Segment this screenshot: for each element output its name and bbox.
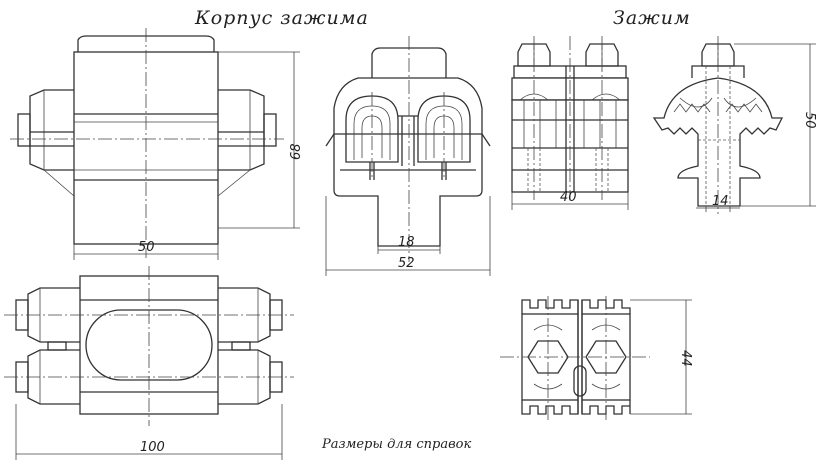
dim-clamp-height: 50 — [802, 112, 817, 129]
dim-clamp-stem: 14 — [712, 194, 729, 209]
housing-plan-view: 100 — [4, 266, 294, 460]
dim-housing-width: 50 — [138, 240, 155, 255]
housing-section-view: 18 52 — [325, 36, 491, 276]
dim-section-outer: 52 — [398, 256, 415, 271]
title-clamp: Зажим — [613, 7, 691, 29]
dim-housing-height: 68 — [289, 143, 304, 160]
reference-note: Размеры для справок — [321, 437, 471, 452]
dim-housing-length: 100 — [140, 440, 165, 455]
clamp-front-view: 40 — [511, 36, 629, 210]
dim-section-inner: 18 — [398, 235, 415, 250]
dim-clamp-width: 40 — [560, 190, 577, 205]
clamp-plan-view: 44 — [500, 296, 693, 420]
dim-clamp-plan: 44 — [678, 350, 693, 367]
clamp-side-view: 14 50 — [652, 36, 817, 214]
housing-front-view: 68 50 — [10, 28, 304, 260]
title-housing: Корпус зажима — [194, 7, 369, 29]
